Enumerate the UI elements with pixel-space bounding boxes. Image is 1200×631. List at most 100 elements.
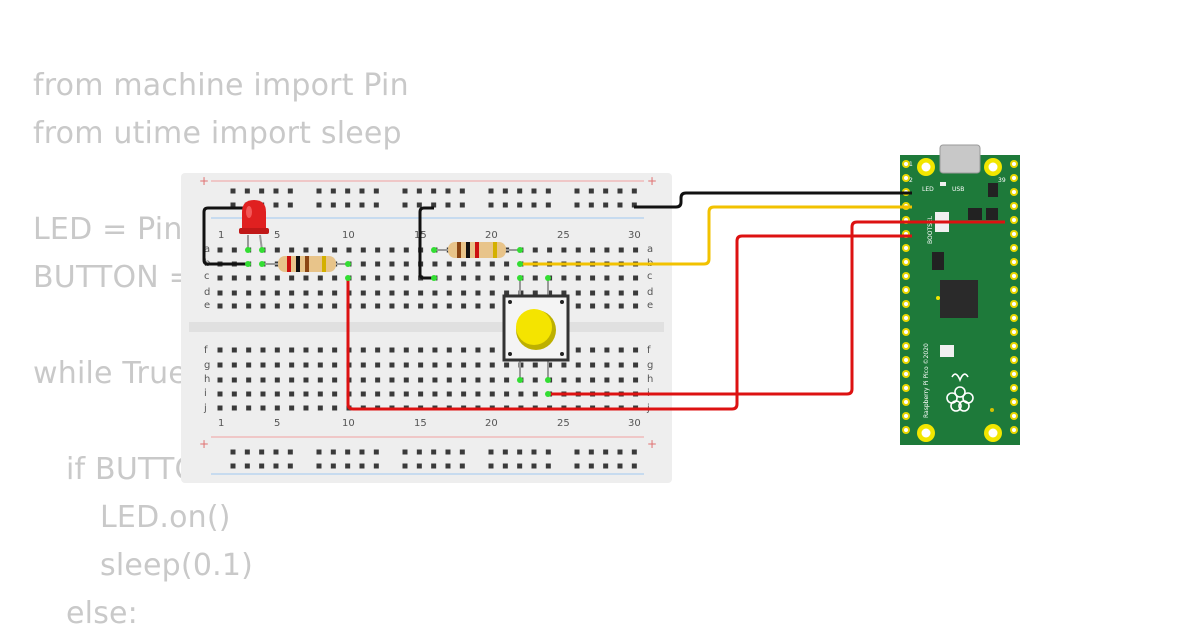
pico-pin-hole (1012, 176, 1016, 180)
pico-pin-hole (1012, 204, 1016, 208)
breadboard-center-channel (189, 322, 664, 332)
breadboard-hole (231, 275, 237, 281)
rail-hole (373, 202, 379, 208)
rail-hole (359, 449, 365, 455)
row-letter: h (647, 374, 653, 385)
breadboard-hole (403, 347, 409, 353)
pin-1-label: 1 (909, 161, 913, 168)
breadboard-hole (303, 362, 309, 368)
breadboard-hole (332, 391, 338, 397)
rail-hole (459, 449, 465, 455)
connection-point (259, 247, 265, 253)
pico-pin-hole (904, 316, 908, 320)
connection-point (431, 275, 437, 281)
wire-black-jumper[interactable] (418, 206, 434, 280)
rail-hole (488, 188, 494, 194)
breadboard-hole (303, 347, 309, 353)
connection-point (259, 261, 265, 267)
breadboard-hole (532, 290, 538, 296)
breadboard-hole (489, 377, 495, 383)
rail-hole (359, 188, 365, 194)
pico-pin-hole (904, 330, 908, 334)
breadboard-hole (231, 247, 237, 253)
breadboard-hole (618, 347, 624, 353)
breadboard-hole (375, 377, 381, 383)
led[interactable] (239, 200, 269, 251)
breadboard-hole (260, 290, 266, 296)
connection-point (245, 261, 251, 267)
wire-black-gnd[interactable] (634, 191, 912, 209)
connection-point (545, 377, 551, 383)
breadboard-hole (246, 347, 252, 353)
breadboard-hole (489, 391, 495, 397)
wire-yellow-signal[interactable] (520, 205, 912, 266)
rail-hole (459, 463, 465, 469)
rail-plus-label: + (647, 437, 657, 451)
breadboard-hole (446, 347, 452, 353)
rail-hole (316, 188, 322, 194)
rail-hole (631, 188, 637, 194)
breadboard-hole (332, 377, 338, 383)
rail-hole (531, 202, 537, 208)
breadboard-hole (446, 303, 452, 309)
breadboard-hole (504, 261, 510, 267)
breadboard-hole (547, 362, 553, 368)
breadboard-hole (274, 362, 280, 368)
breadboard-hole (432, 261, 438, 267)
rail-hole (273, 202, 279, 208)
pico-pin-hole (904, 162, 908, 166)
breadboard-hole (475, 303, 481, 309)
pico-pin-hole (904, 386, 908, 390)
pin-39-label: 39 (998, 177, 1006, 184)
breadboard-hole (360, 261, 366, 267)
breadboard-hole (561, 362, 567, 368)
rail-hole (603, 202, 609, 208)
rail-hole (517, 449, 523, 455)
rail-hole (445, 202, 451, 208)
breadboard-hole (332, 303, 338, 309)
pico-pin-hole (1012, 246, 1016, 250)
rail-hole (330, 202, 336, 208)
breadboard-hole (389, 261, 395, 267)
wire-red-led[interactable] (346, 234, 912, 411)
rail-hole (588, 463, 594, 469)
breadboard-hole (446, 290, 452, 296)
connection-points (245, 247, 551, 397)
wire-black-jumper[interactable] (202, 206, 248, 266)
pico-pin-hole (1012, 288, 1016, 292)
push-button[interactable] (502, 278, 570, 380)
pico-pin-hole (1012, 358, 1016, 362)
pico-pin-hole (1012, 302, 1016, 306)
column-number: 25 (557, 230, 570, 241)
connection-point (545, 391, 551, 397)
breadboard-hole (432, 290, 438, 296)
pico-pin-hole (1012, 218, 1016, 222)
breadboard-hole (246, 405, 252, 411)
resistor[interactable] (434, 242, 520, 258)
rail-hole (459, 188, 465, 194)
raspberry-pi-logo-icon (946, 373, 974, 412)
pico-pin-hole (904, 372, 908, 376)
pico-pin-hole (1012, 386, 1016, 390)
wire-red-button[interactable] (548, 220, 1005, 396)
rail-hole (359, 202, 365, 208)
resistor[interactable] (262, 256, 348, 272)
row-letter: c (647, 271, 653, 282)
breadboard-hole (461, 362, 467, 368)
rail-hole (373, 188, 379, 194)
breadboard-hole (418, 303, 424, 309)
rail-hole (244, 463, 250, 469)
breadboard-hole (461, 391, 467, 397)
row-letter: a (647, 244, 653, 255)
rail-hole (431, 188, 437, 194)
rail-hole (373, 463, 379, 469)
breadboard-hole (217, 303, 223, 309)
row-letter: h (204, 374, 210, 385)
breadboard-hole (575, 247, 581, 253)
breadboard-hole (375, 261, 381, 267)
breadboard-hole (575, 377, 581, 383)
led-indicator (940, 182, 946, 186)
breadboard-hole (461, 347, 467, 353)
pico-pin-hole (904, 288, 908, 292)
component (968, 208, 982, 220)
